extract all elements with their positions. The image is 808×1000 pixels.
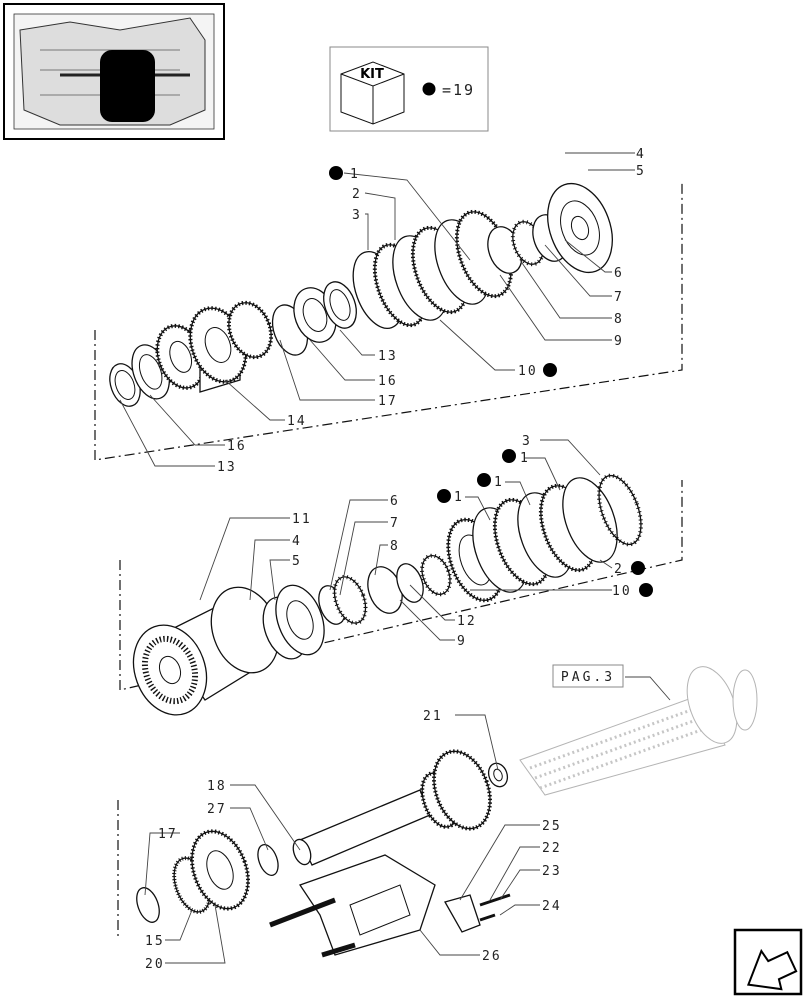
page-reference-link[interactable]: PAG.3 — [552, 664, 624, 688]
callout-17: 17 — [378, 394, 398, 409]
callout-m2: 2 — [614, 562, 624, 577]
callout-m8: 8 — [390, 539, 400, 554]
kit-cube-icon: KIT — [340, 61, 405, 125]
callout-6: 6 — [614, 266, 624, 281]
kit-marker-dot-icon — [422, 82, 436, 96]
callout-b22: 22 — [542, 841, 562, 856]
callout-b17: 17 — [158, 827, 178, 842]
callout-m7: 7 — [390, 516, 400, 531]
callout-8: 8 — [614, 312, 624, 327]
callout-10: 10 — [518, 364, 538, 379]
shaft-support-bracket — [269, 854, 436, 958]
reference-shaft — [519, 666, 758, 796]
callout-labels: 1 2 3 4 5 6 7 8 9 10 13 16 17 14 16 13 3… — [145, 147, 646, 972]
kit-marker-dot-icon — [437, 489, 451, 503]
callout-m10: 10 — [612, 584, 632, 599]
callout-14: 14 — [287, 414, 307, 429]
callout-3: 3 — [352, 208, 362, 223]
kit-marker-dot-icon — [502, 449, 516, 463]
next-page-button[interactable] — [733, 928, 803, 1000]
callout-m9: 9 — [457, 634, 467, 649]
page-reference-label: PAG.3 — [561, 670, 615, 685]
callout-m11: 11 — [292, 512, 312, 527]
drum-housing — [132, 586, 280, 716]
next-page-arrow-icon — [746, 948, 798, 991]
callout-16-lower: 16 — [227, 439, 247, 454]
callout-9: 9 — [614, 334, 624, 349]
callout-b18: 18 — [207, 779, 227, 794]
middle-assembly — [132, 473, 643, 716]
locking-plate — [444, 894, 481, 933]
top-assembly — [109, 182, 613, 407]
callout-b23: 23 — [542, 864, 562, 879]
callout-m4: 4 — [292, 534, 302, 549]
callout-m1a: 1 — [520, 451, 530, 466]
group-frame-top — [94, 180, 683, 461]
callout-m3: 3 — [522, 434, 532, 449]
callout-b20: 20 — [145, 957, 165, 972]
kit-label: KIT — [360, 67, 384, 82]
callout-b21: 21 — [423, 709, 443, 724]
callout-13: 13 — [378, 349, 398, 364]
callout-m1c: 1 — [454, 490, 464, 505]
callout-b26: 26 — [482, 949, 502, 964]
callout-b15: 15 — [145, 934, 165, 949]
callout-4: 4 — [636, 147, 646, 162]
callout-m12: 12 — [457, 614, 477, 629]
kit-markers — [329, 166, 653, 597]
callout-7: 7 — [614, 290, 624, 305]
kit-marker-dot-icon — [477, 473, 491, 487]
kit-equals-label: =19 — [442, 81, 475, 99]
kit-marker-dot-icon — [631, 561, 645, 575]
callout-2: 2 — [352, 187, 362, 202]
callout-b25: 25 — [542, 819, 562, 834]
group-frame-middle — [119, 480, 683, 691]
callout-5: 5 — [636, 164, 646, 179]
callout-b24: 24 — [542, 899, 562, 914]
callout-13-lower: 13 — [217, 460, 237, 475]
callout-1: 1 — [350, 167, 360, 182]
callout-m6: 6 — [390, 494, 400, 509]
kit-marker-dot-icon — [329, 166, 343, 180]
callout-16: 16 — [378, 374, 398, 389]
kit-marker-dot-icon — [639, 583, 653, 597]
callout-m1b: 1 — [494, 475, 504, 490]
location-thumbnail[interactable] — [3, 3, 225, 140]
callout-m5: 5 — [292, 554, 302, 569]
bottom-assembly — [136, 666, 758, 958]
kit-marker-dot-icon — [543, 363, 557, 377]
callout-b27: 27 — [207, 802, 227, 817]
leader-lines — [119, 152, 671, 964]
main-shaft — [299, 789, 431, 866]
kit-legend-box: KIT =19 — [329, 46, 489, 132]
